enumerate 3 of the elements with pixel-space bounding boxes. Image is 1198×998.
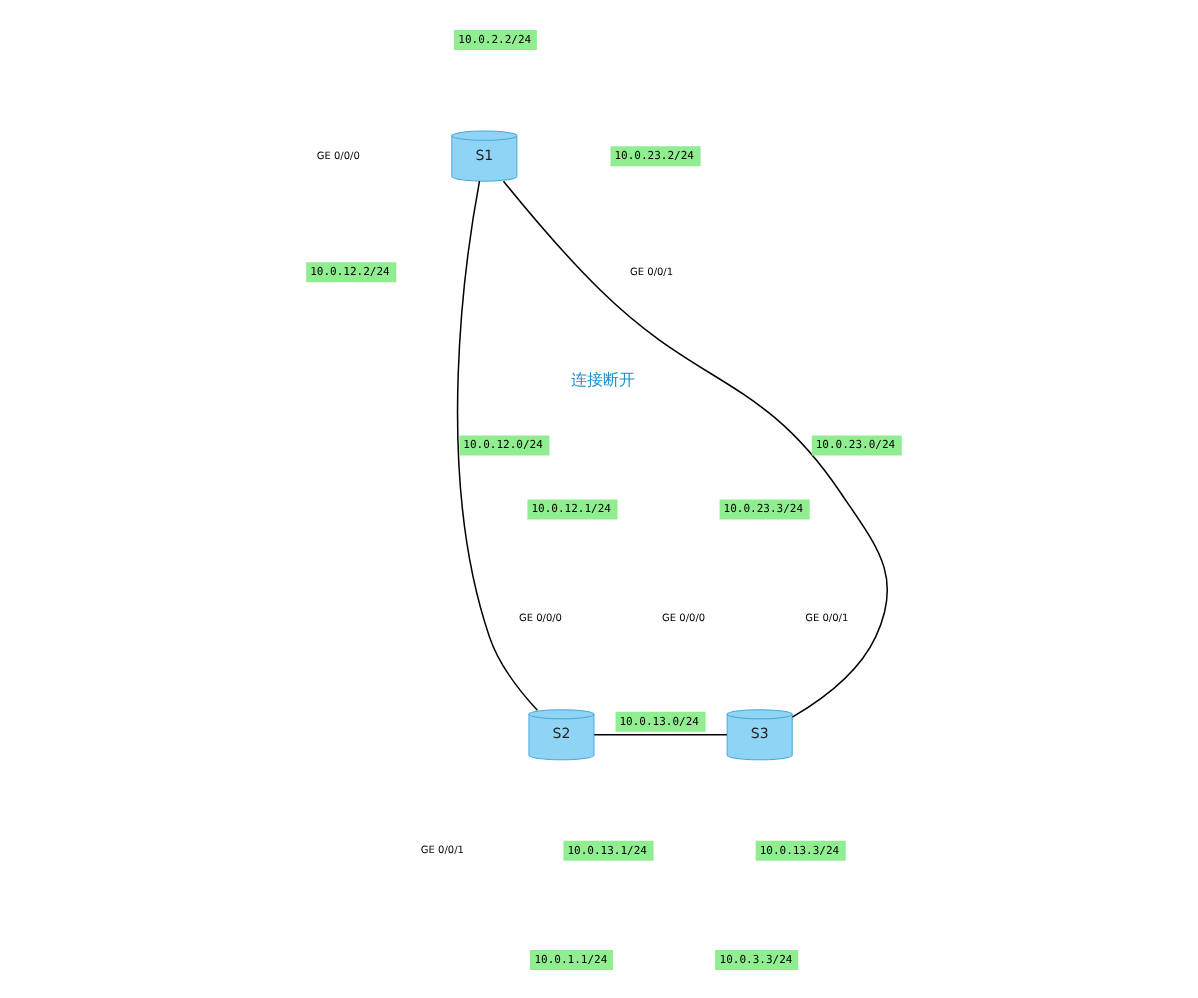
connector [592, 733, 727, 735]
connector [455, 179, 538, 711]
connector [501, 179, 887, 717]
